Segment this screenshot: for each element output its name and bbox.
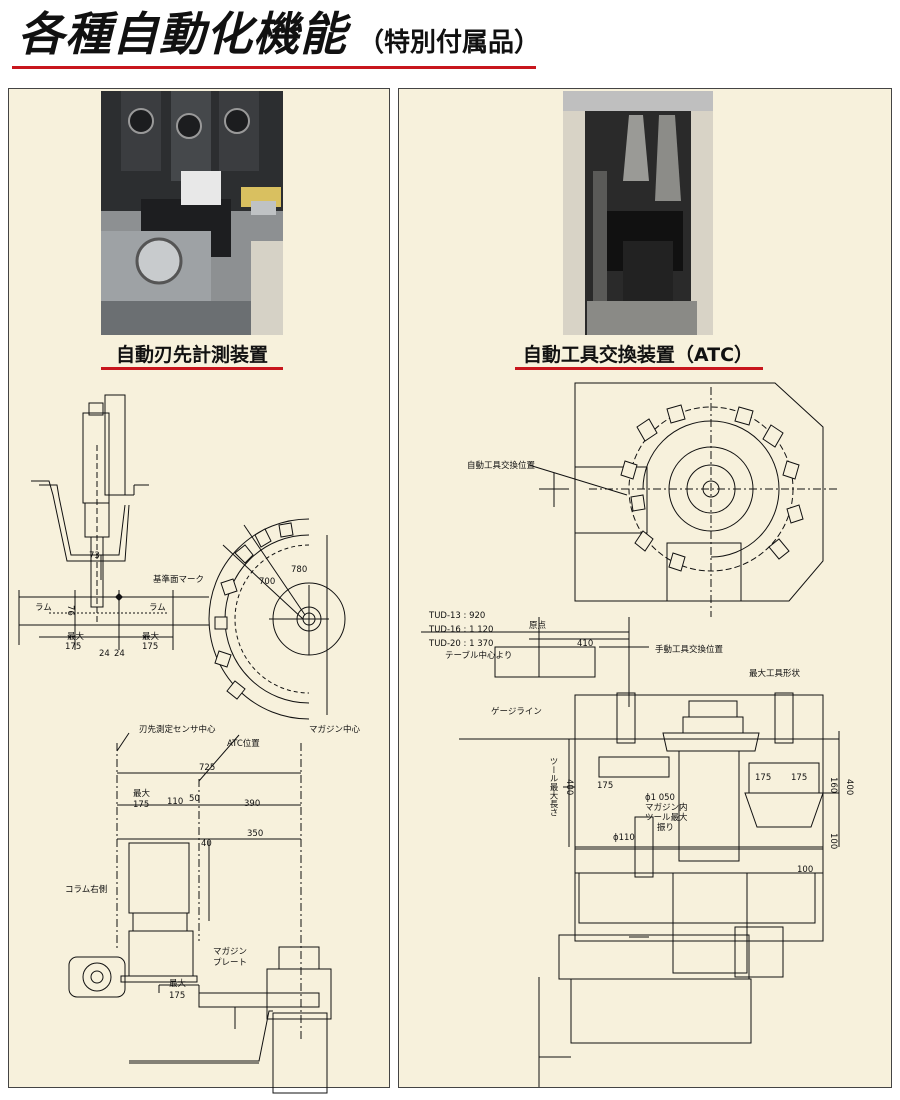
dim-73: 73 — [89, 551, 100, 561]
label-magazine-center: マガジン中心 — [309, 725, 361, 735]
label-auto-exchange-position: 自動工具交換位置 — [467, 461, 536, 471]
label-max-bottom: 最大 — [169, 979, 187, 989]
label-tud20: TUD-20 : 1 370 — [429, 639, 494, 649]
dim-40: 40 — [201, 839, 212, 849]
dim-110: ϕ110 — [613, 833, 635, 843]
label-gauge-line: ゲージライン — [491, 707, 542, 717]
layout-drawing — [9, 721, 391, 1081]
title-underline — [12, 66, 536, 69]
atc-photo — [563, 91, 713, 335]
dim-700: 700 — [259, 577, 276, 587]
dim-400-right: 400 — [844, 779, 854, 796]
label-ram-right: ラム — [149, 603, 166, 613]
label-reference-surface: 基準面マーク — [153, 575, 205, 585]
dim-175: 175 — [133, 800, 150, 810]
dim-175b: 175 — [755, 773, 772, 783]
label-origin: 原点 — [529, 621, 547, 631]
dim-390: 390 — [244, 799, 261, 809]
page-title: 各種自動化機能 — [18, 7, 347, 61]
dim-175-bottom: 175 — [169, 991, 186, 1001]
label-max-right: 最大 — [142, 632, 160, 642]
label-from-table-center: テーブル中心より — [445, 651, 513, 661]
dim-780: 780 — [291, 565, 308, 575]
dim-1050: ϕ1 050 — [645, 793, 675, 803]
label-atc-position: ATC位置 — [227, 739, 260, 749]
caption-underline-atc — [515, 367, 763, 370]
label-max-tool-length: ツール最大長さ — [548, 757, 558, 817]
dim-24b: 24 — [114, 649, 125, 659]
caption-tool-tip-measurement: 自動刃先計測装置 — [115, 344, 268, 366]
caption-atc: 自動工具交換装置（ATC） — [522, 344, 754, 366]
dim-100-horizontal: 100 — [797, 865, 814, 875]
dim-400-left: 400 — [564, 779, 574, 796]
caption-underline — [101, 367, 283, 370]
measurement-device-drawing — [9, 385, 391, 715]
label-ram-left: ラム — [35, 603, 52, 613]
dim-110: 110 — [167, 797, 184, 807]
label-magazine-inner: マガジン内 — [645, 803, 688, 813]
dim-725: 725 — [199, 763, 216, 773]
label-manual-exchange-position: 手動工具交換位置 — [655, 645, 724, 655]
dim-160: 160 — [828, 777, 838, 794]
panel-tool-tip-measurement: 自動刃先計測装置 — [8, 88, 390, 1088]
dim-350: 350 — [247, 829, 264, 839]
label-max-tool-shape: 最大工具形状 — [749, 669, 801, 679]
panel-automatic-tool-changer: 自動工具交換装置（ATC） — [398, 88, 892, 1088]
label-tud16: TUD-16 : 1 120 — [429, 625, 494, 635]
label-max-tool-swing: ツール最大 — [645, 813, 688, 823]
dim-50: 50 — [189, 794, 200, 804]
dim-175-left: 175 — [65, 642, 82, 652]
dim-175-right: 175 — [142, 642, 159, 652]
dim-410: 410 — [577, 639, 594, 649]
label-max-left: 最大 — [67, 632, 85, 642]
dim-100-vertical: 100 — [828, 833, 838, 850]
label-sensor-center: 刃先測定センサ中心 — [139, 725, 216, 735]
tool-measurement-photo — [101, 91, 283, 335]
label-max: 最大 — [133, 789, 151, 799]
atc-section-drawing — [399, 677, 893, 1087]
label-tud13: TUD-13 : 920 — [429, 611, 486, 621]
dim-24a: 24 — [99, 649, 110, 659]
label-swing: 振り — [657, 823, 675, 833]
page-subtitle: （特別付属品） — [358, 28, 541, 58]
label-magazine-plate: マガジン プレート — [213, 947, 248, 968]
label-column-right: コラム右側 — [65, 885, 108, 895]
dim-175a: 175 — [597, 781, 614, 791]
dim-76: 76 — [65, 605, 75, 616]
atc-plan-drawing — [399, 377, 893, 697]
dim-175c: 175 — [791, 773, 808, 783]
